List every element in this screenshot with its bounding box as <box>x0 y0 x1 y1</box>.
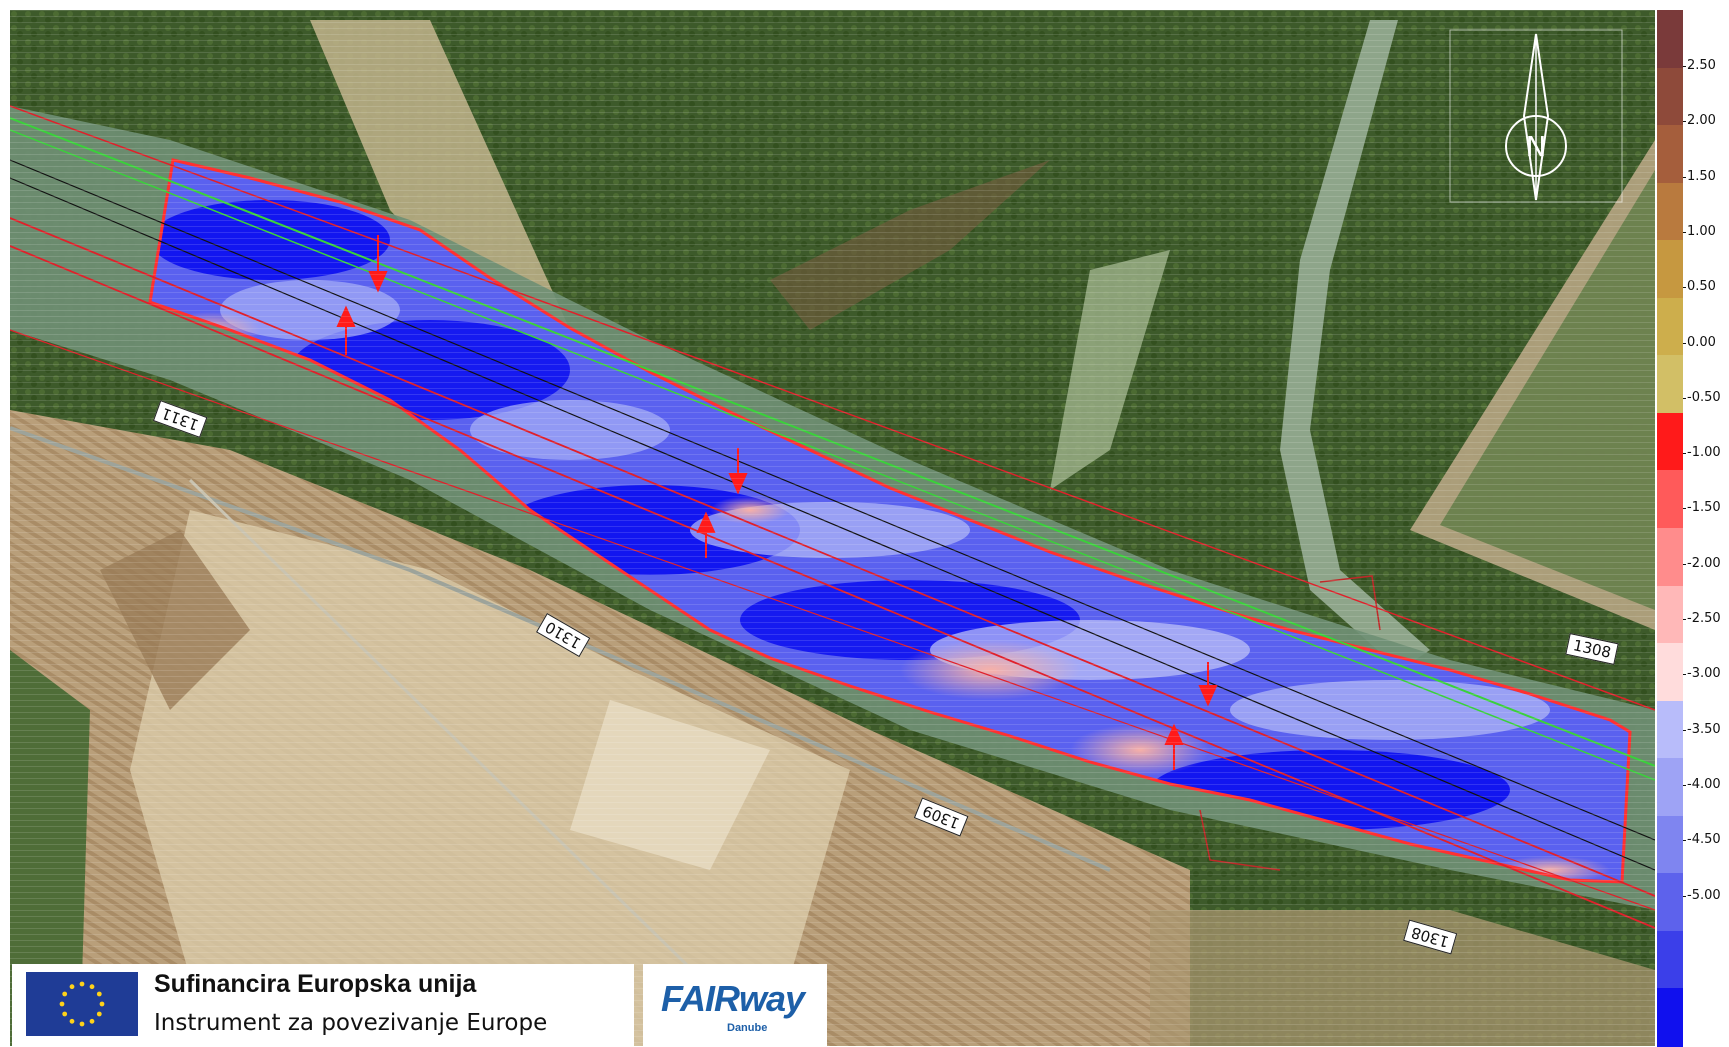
legend-tick-label: -4.50 <box>1687 832 1721 848</box>
eu-star-icon <box>96 991 102 997</box>
legend-tick-mark <box>1683 619 1686 620</box>
legend-tick-mark <box>1683 563 1686 565</box>
legend-swatch <box>1657 67 1683 127</box>
legend-tick-mark <box>1683 895 1686 897</box>
legend-tick-mark <box>1683 453 1686 455</box>
fairway-logo: FAIRway Danube <box>643 964 827 1046</box>
legend-swatch <box>1657 412 1683 472</box>
legend-tick-mark <box>1683 231 1686 233</box>
eu-star-icon <box>59 1001 65 1007</box>
legend-swatch <box>1657 988 1683 1047</box>
legend-swatch <box>1657 528 1683 587</box>
legend-tick-label: 1.00 <box>1687 223 1716 239</box>
legend-tick-label: -1.00 <box>1687 445 1721 461</box>
north-arrow-icon: N <box>1449 29 1623 203</box>
legend-tick-mark <box>1683 508 1686 510</box>
legend-tick-mark <box>1683 287 1686 289</box>
legend-tick-label: 2.50 <box>1687 58 1716 73</box>
eu-star-icon <box>96 1011 102 1017</box>
eu-flag-icon <box>26 972 138 1036</box>
eu-star-icon <box>62 991 68 997</box>
legend-tick-mark <box>1683 784 1686 786</box>
legend-tick-label: 0.50 <box>1687 279 1716 295</box>
north-label: N <box>1526 130 1547 163</box>
legend-tick-label: 2.00 <box>1687 113 1716 129</box>
legend-tick-mark <box>1683 66 1686 67</box>
fairway-logo-subtext: Danube <box>727 1022 768 1034</box>
legend-tick-label: -3.50 <box>1687 721 1721 737</box>
eu-star-icon <box>89 1018 95 1024</box>
legend-tick-mark <box>1683 840 1686 842</box>
map-canvas <box>10 10 1655 1046</box>
legend-swatch <box>1657 125 1683 184</box>
legend-tick-label: 0.00 <box>1687 334 1716 350</box>
legend-tick-mark <box>1683 121 1686 123</box>
eu-star-icon <box>99 1001 105 1007</box>
eu-star-icon <box>69 984 75 990</box>
legend-swatch <box>1657 758 1683 817</box>
eu-star-icon <box>89 984 95 990</box>
legend-swatch <box>1657 930 1683 990</box>
legend-tick-label: -2.50 <box>1687 611 1721 626</box>
depth-legend: 2.50 2.00 1.50 1.00 0.50 0.00 -0.50 -1.00 -1.50 -… <box>1657 10 1729 1047</box>
legend-swatch <box>1657 182 1683 242</box>
legend-tick-mark <box>1683 674 1686 676</box>
legend-tick-label: -0.50 <box>1687 389 1721 405</box>
legend-tick-label: 1.50 <box>1687 168 1716 184</box>
fairway-logo-text: FAIRway <box>661 978 805 1019</box>
legend-tick-label: -1.50 <box>1687 500 1721 516</box>
legend-swatch <box>1657 355 1683 414</box>
legend-tick-label: -5.00 <box>1687 887 1721 903</box>
eu-star-icon <box>62 1011 68 1017</box>
legend-tick-label: -2.00 <box>1687 555 1721 571</box>
eu-star-icon <box>79 1021 85 1027</box>
legend-swatch <box>1657 470 1683 529</box>
eu-subtitle: Instrument za povezivanje Europe <box>154 1010 548 1036</box>
eu-title: Sufinancira Europska unija <box>154 970 477 998</box>
legend-swatch <box>1657 643 1683 702</box>
legend-swatch <box>1657 10 1683 69</box>
legend-tick-mark <box>1683 729 1686 731</box>
legend-swatch <box>1657 297 1683 357</box>
legend-tick-mark <box>1683 342 1686 344</box>
legend-swatch <box>1657 700 1683 760</box>
map-view[interactable]: 1311 1310 1309 1308 1308 N <box>10 10 1655 1046</box>
legend-swatch <box>1657 873 1683 932</box>
scan-overlay <box>10 10 1655 1046</box>
legend-swatch <box>1657 585 1683 645</box>
eu-star-icon <box>69 1018 75 1024</box>
legend-swatch <box>1657 240 1683 299</box>
legend-tick-mark <box>1683 397 1686 399</box>
legend-tick-label: -4.00 <box>1687 776 1721 792</box>
legend-tick-label: -3.00 <box>1687 666 1721 682</box>
legend-swatch <box>1657 815 1683 875</box>
legend-tick-mark <box>1683 176 1686 178</box>
eu-funding-banner: Sufinancira Europska unija Instrument za… <box>12 964 634 1046</box>
eu-star-icon <box>79 981 85 987</box>
